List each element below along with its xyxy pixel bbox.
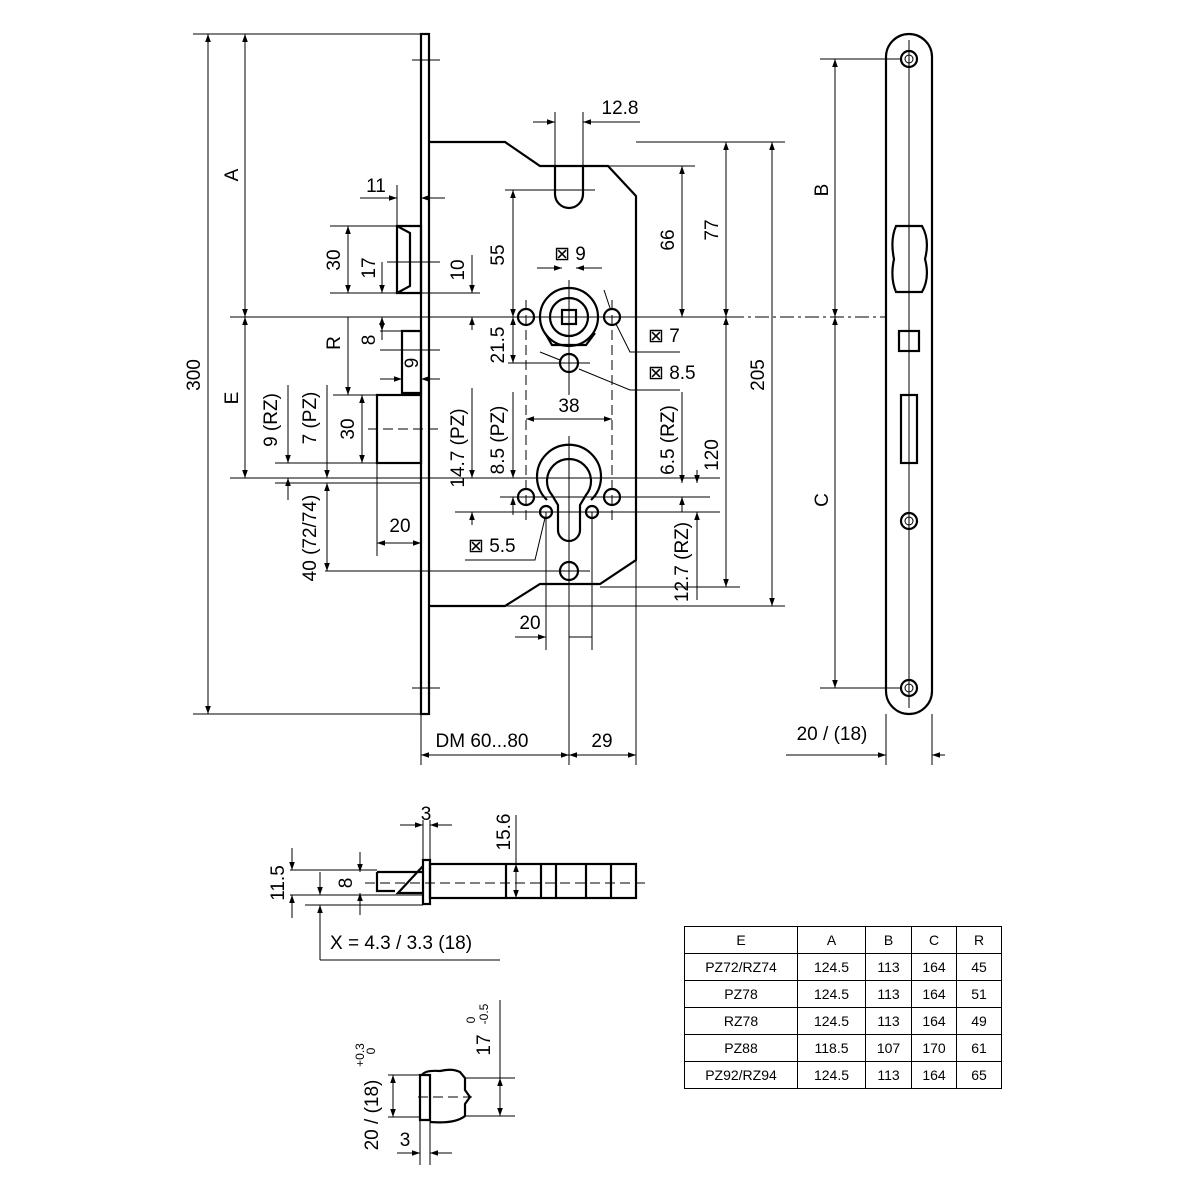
- cell: 124.5: [797, 980, 866, 1008]
- dim-A: A: [222, 168, 243, 181]
- cell: PZ78: [684, 980, 798, 1008]
- dim-10: 10: [448, 259, 469, 280]
- dim-R: R: [324, 336, 345, 350]
- cell: 124.5: [797, 1061, 866, 1089]
- cell: 113: [865, 1061, 912, 1089]
- cell: 118.5: [797, 1034, 866, 1062]
- cell: 113: [865, 980, 912, 1008]
- dim-14-7-pz: 14.7 (PZ): [448, 408, 469, 487]
- lock-body-front: [375, 32, 638, 716]
- front-labels: 300 A E R 11 30 17 10 8 9 30 9 (RZ) 7 (P…: [184, 98, 769, 752]
- strike-dim-20-18: 20 / (18): [362, 1080, 383, 1151]
- cell: 113: [865, 953, 912, 981]
- table-header-row: E A B C R: [684, 926, 1002, 954]
- bolt-dim-8: 8: [336, 878, 357, 889]
- dim-9-rz: 9 (RZ): [261, 393, 282, 447]
- cell: 170: [911, 1034, 957, 1062]
- dim-205: 205: [748, 359, 769, 391]
- dim-21-5: 21.5: [488, 327, 509, 364]
- cell: PZ92/RZ94: [684, 1061, 798, 1089]
- dim-30-latch: 30: [324, 249, 345, 270]
- dim-17: 17: [359, 257, 380, 278]
- cell: 107: [865, 1034, 912, 1062]
- dim-30-deadbolt: 30: [338, 418, 359, 439]
- cell: RZ78: [684, 1007, 798, 1035]
- strike-17-tol-lower: -0.5: [477, 1003, 491, 1024]
- cell: 45: [956, 953, 1002, 981]
- dim-B: B: [812, 184, 833, 197]
- cell: 49: [956, 1007, 1002, 1035]
- cell: 124.5: [797, 953, 866, 981]
- bolt-dim-15-6: 15.6: [494, 814, 515, 851]
- cell: 164: [911, 1061, 957, 1089]
- dim-dm: DM 60...80: [436, 731, 529, 752]
- dim-C: C: [812, 493, 833, 507]
- dim-8-5-pz: 8.5 (PZ): [488, 406, 509, 475]
- dim-8: 8: [359, 335, 380, 346]
- cell: PZ88: [684, 1034, 798, 1062]
- bolt-x-note: X = 4.3 / 3.3 (18): [330, 933, 472, 954]
- dim-38: 38: [558, 396, 579, 417]
- dim-40: 40 (72/74): [300, 495, 321, 582]
- cell: 113: [865, 1007, 912, 1035]
- strike-17-tol-upper: 0: [464, 1016, 478, 1023]
- cell: 124.5: [797, 1007, 866, 1035]
- dim-dia-8-5: ⊠ 8.5: [648, 363, 696, 384]
- cell: 164: [911, 953, 957, 981]
- bolt-dim-11-5: 11.5: [268, 865, 289, 901]
- dim-20-deadbolt: 20: [389, 516, 410, 537]
- dim-faceplate-width: 20 / (18): [797, 724, 868, 745]
- strike-dim-3: 3: [400, 1130, 411, 1151]
- strike-tol-upper: +0.3: [353, 1043, 367, 1067]
- cell: 61: [956, 1034, 1002, 1062]
- bolt-side-view: 3 15.6 11.5 8 X = 4.3 / 3.3 (18): [268, 804, 645, 961]
- dim-29: 29: [591, 731, 612, 752]
- cell: PZ72/RZ74: [684, 953, 798, 981]
- dim-11: 11: [366, 176, 386, 197]
- dim-300: 300: [184, 359, 205, 391]
- header-C: C: [911, 926, 957, 954]
- dim-66: 66: [658, 229, 679, 250]
- dim-E: E: [222, 392, 243, 405]
- bolt-dim-3: 3: [421, 804, 432, 825]
- faceplate-view: B C 20 / (18): [786, 32, 945, 765]
- dim-12-8: 12.8: [602, 98, 639, 119]
- dim-dia-7: ⊠ 7: [648, 326, 680, 347]
- cell: 51: [956, 980, 1002, 1008]
- front-dimension-lines: [193, 33, 886, 765]
- dim-77: 77: [702, 219, 723, 240]
- cell: 164: [911, 1007, 957, 1035]
- dim-6-5-rz: 6.5 (RZ): [658, 405, 679, 475]
- strike-detail: 20 / (18) +0.3 0 17 0 -0.5 3: [353, 1000, 515, 1165]
- dim-9: 9: [402, 358, 423, 369]
- dim-7-pz: 7 (PZ): [300, 392, 321, 445]
- dim-dia-9: ⊠ 9: [554, 244, 586, 265]
- cell: 164: [911, 980, 957, 1008]
- dim-12-7-rz: 12.7 (RZ): [672, 522, 693, 602]
- header-E: E: [684, 926, 798, 954]
- dim-55: 55: [488, 244, 509, 265]
- header-R: R: [956, 926, 1002, 954]
- dim-120: 120: [702, 439, 723, 471]
- dim-20-bottom: 20: [519, 613, 540, 634]
- strike-tol-lower: 0: [364, 1047, 378, 1054]
- dim-dia-5-5: ⊠ 5.5: [468, 536, 516, 557]
- strike-dim-17: 17: [474, 1034, 495, 1055]
- header-A: A: [797, 926, 866, 954]
- header-B: B: [865, 926, 912, 954]
- cell: 65: [956, 1061, 1002, 1089]
